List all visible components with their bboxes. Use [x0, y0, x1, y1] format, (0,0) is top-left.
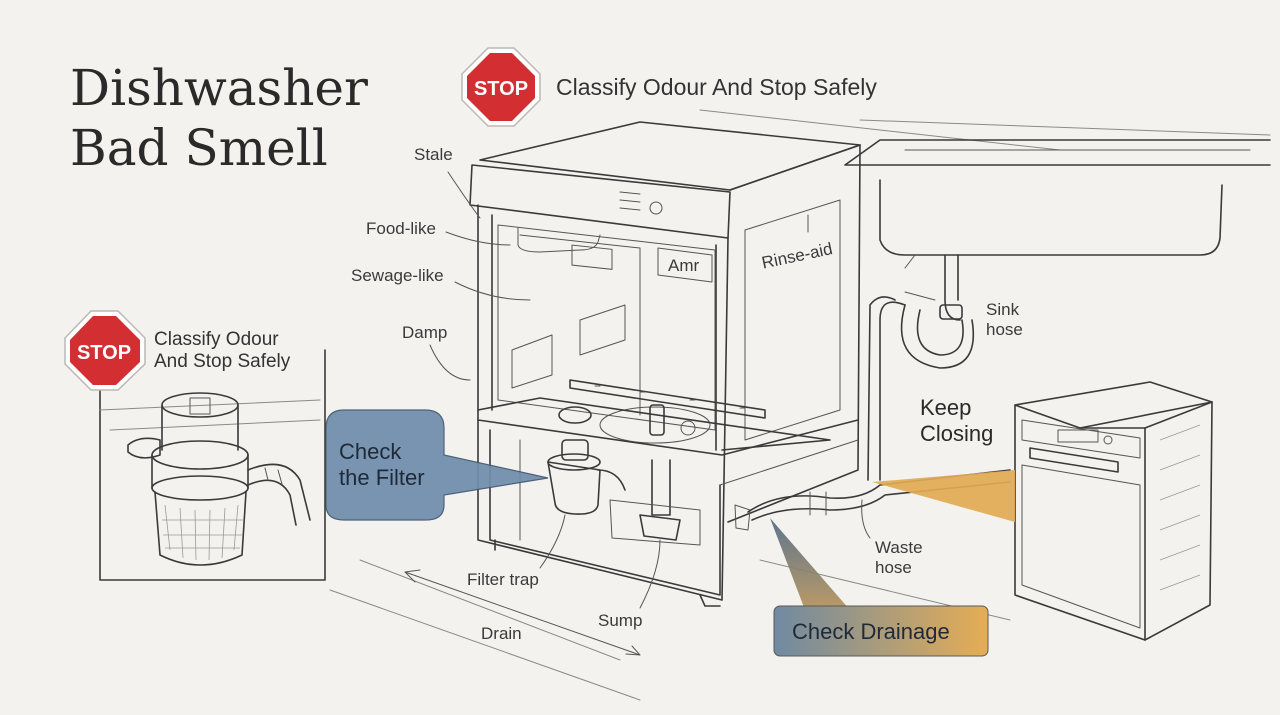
check-filter-line-2: the Filter [339, 464, 425, 490]
odour-label-stale: Stale [414, 145, 453, 164]
waste-hose-label-line-2: hose [875, 557, 912, 577]
stop-sign-text: STOP [474, 78, 528, 100]
odour-label-food-like: Food-like [366, 219, 436, 238]
leader-lines [404, 171, 936, 656]
page-title: Dishwasher Bad Smell [70, 58, 450, 178]
title-line-1: Dishwasher [70, 59, 368, 117]
inset-heading: Classify Odour And Stop Safely [154, 329, 290, 373]
amr-label: Amr [668, 256, 700, 275]
sump-label: Sump [598, 611, 643, 630]
waste-hose [747, 469, 1011, 521]
dishwasher-main [469, 121, 861, 607]
inset-heading-line-1: Classify Odour [154, 329, 279, 350]
check-filter-callout: Check the Filter [339, 439, 425, 491]
waste-hose-label-line-1: Waste [875, 538, 923, 557]
stop-sign-top: STOP [461, 47, 541, 127]
keep-closing-line-1: Keep [920, 395, 972, 420]
keep-closing-line-2: Closing [920, 420, 994, 446]
title-line-2: Bad Smell [70, 119, 328, 177]
sink-hose-label: Sink hose [986, 300, 1023, 339]
sink-basin [844, 139, 1271, 256]
stop-sign-inset-text: STOP [77, 342, 131, 364]
odour-label-damp: Damp [402, 323, 448, 342]
check-drainage-pointer [770, 518, 850, 610]
sink-hose-label-line-2: hose [986, 319, 1023, 339]
stop-sign-inset: STOP [64, 310, 146, 391]
keep-closing-callout: Keep Closing [920, 395, 993, 447]
check-drainage-callout: Check Drainage [792, 619, 950, 644]
sink-hose-label-line-1: Sink [986, 300, 1020, 319]
inset-panel [99, 349, 326, 581]
filter-trap-label: Filter trap [467, 570, 539, 589]
sink-hose-pipe [867, 254, 974, 481]
check-filter-callout-shape [325, 409, 549, 521]
keep-closing-callout-shape [872, 470, 1015, 522]
header-instruction: Classify Odour And Stop Safely [556, 74, 877, 100]
check-filter-line-1: Check [339, 439, 402, 464]
odour-label-sewage-like: Sewage-like [351, 266, 444, 285]
inset-heading-line-2: And Stop Safely [154, 350, 291, 372]
check-drainage-box [773, 605, 989, 657]
waste-hose-label: Waste hose [875, 538, 923, 577]
drain-label: Drain [481, 624, 522, 643]
dishwasher-closed [1014, 381, 1213, 641]
